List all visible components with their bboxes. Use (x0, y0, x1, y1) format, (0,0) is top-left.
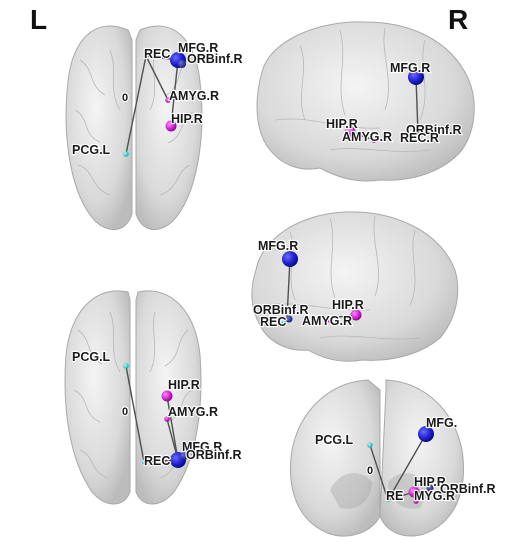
node-mfg (418, 426, 434, 442)
label-orbinf-r: ORBinf.R (440, 482, 496, 496)
label-pcg-l: PCG.L (315, 433, 354, 447)
node-orbinf-r (178, 60, 186, 68)
node-orbinf-r (426, 484, 434, 492)
label-mfg-r: MFG.R (178, 41, 218, 55)
node-labels: MFG.R ORBinf.R HIP.R REC AMYG.R (252, 238, 365, 330)
node-mfg-r (282, 251, 298, 267)
label-hip-r: HIP.R (168, 378, 200, 392)
label-amyg-r: AMYG.R (168, 405, 218, 419)
brain-surface (251, 211, 459, 362)
left-hemisphere-marker: L (30, 4, 48, 35)
node-hip-r (350, 309, 362, 321)
label-orbinf-r: ORBinf.R (186, 448, 242, 462)
node-rec (141, 459, 147, 465)
node-amyg-r (327, 317, 333, 323)
sagittal-view-middle: MFG.R ORBinf.R HIP.R REC AMYG.R (251, 211, 459, 362)
node-pcg-l (123, 363, 129, 369)
label-zero: 0 (367, 465, 373, 477)
right-hemisphere-marker: R (448, 4, 469, 35)
node-pcg-l (123, 151, 129, 157)
nodes (281, 251, 362, 325)
label-rec: REC (144, 454, 170, 468)
label-orbinf-r: ORBinf.R (187, 52, 243, 66)
label-amyg-r: MYG.R (414, 489, 455, 503)
label-orbinf-r: ORBinf.R (406, 123, 462, 137)
coronal-view: MFG. PCG.L 0 HIP.R ORBinf.R RE MYG.R (290, 379, 497, 537)
nodes (367, 426, 434, 504)
label-hip-r: HIP.R (332, 298, 364, 312)
node-rec (143, 53, 149, 59)
node-hip-r (408, 486, 420, 498)
nodes (344, 69, 424, 144)
node-orbinf-r (285, 315, 293, 323)
brain-surface (290, 379, 464, 537)
node-mfg-r (408, 69, 424, 85)
brain-surface (64, 290, 202, 505)
label-rec-r: REC.R (400, 131, 439, 145)
brain-surface (256, 21, 475, 182)
label-rec: RE (386, 489, 403, 503)
label-pcg-l: PCG.L (72, 143, 111, 157)
label-amyg-r: AMYG.R (302, 314, 352, 328)
node-amyg-r (413, 498, 419, 504)
node-labels: MFG.R HIP.R ORBinf.R AMYG.R REC.R (325, 60, 463, 146)
axial-view-top: REC MFG.R ORBinf.R AMYG.R HIP.R PCG.L 0 (65, 25, 244, 230)
node-hip-r (165, 120, 177, 132)
label-rec: REC (144, 47, 170, 61)
node-rec (385, 497, 391, 503)
label-hip-r: HIP.R (326, 117, 358, 131)
axial-view-bottom: PCG.L HIP.R AMYG.R 0 MFG.R REC ORBinf.R (64, 290, 243, 505)
label-pcg-l: PCG.L (72, 350, 111, 364)
node-labels: MFG. PCG.L 0 HIP.R ORBinf.R RE MYG.R (314, 415, 497, 504)
node-orbinf-r (414, 130, 422, 138)
node-labels: REC MFG.R ORBinf.R AMYG.R HIP.R PCG.L 0 (71, 40, 244, 158)
node-pcg-l (367, 442, 373, 448)
label-amyg-r: AMYG.R (342, 130, 392, 144)
label-orbinf-r: ORBinf.R (253, 303, 309, 317)
nodes (123, 363, 188, 468)
node-amyg-r (165, 97, 171, 103)
label-mfg-r: MFG.R (258, 239, 298, 253)
label-hip-r: HIP.R (414, 475, 446, 489)
label-rec: REC (260, 315, 286, 329)
label-zero: 0 (122, 92, 128, 104)
label-mfg: MFG. (426, 416, 457, 430)
label-mfg-r: MFG.R (182, 440, 222, 454)
node-labels: PCG.L HIP.R AMYG.R 0 MFG.R REC ORBinf.R (71, 349, 243, 469)
node-amyg-r (371, 137, 377, 143)
node-hip-r (344, 126, 356, 138)
nodes (123, 52, 186, 157)
label-hip-r: HIP.R (171, 112, 203, 126)
sagittal-view-top: MFG.R HIP.R ORBinf.R AMYG.R REC.R (256, 21, 475, 182)
node-rec (281, 319, 287, 325)
label-zero: 0 (122, 406, 128, 418)
node-rec-r (411, 138, 417, 144)
label-mfg-r: MFG.R (390, 61, 430, 75)
node-hip-r (161, 390, 173, 402)
label-amyg-r: AMYG.R (169, 89, 219, 103)
node-orbinf-r (180, 452, 188, 460)
node-amyg-r (164, 416, 170, 422)
